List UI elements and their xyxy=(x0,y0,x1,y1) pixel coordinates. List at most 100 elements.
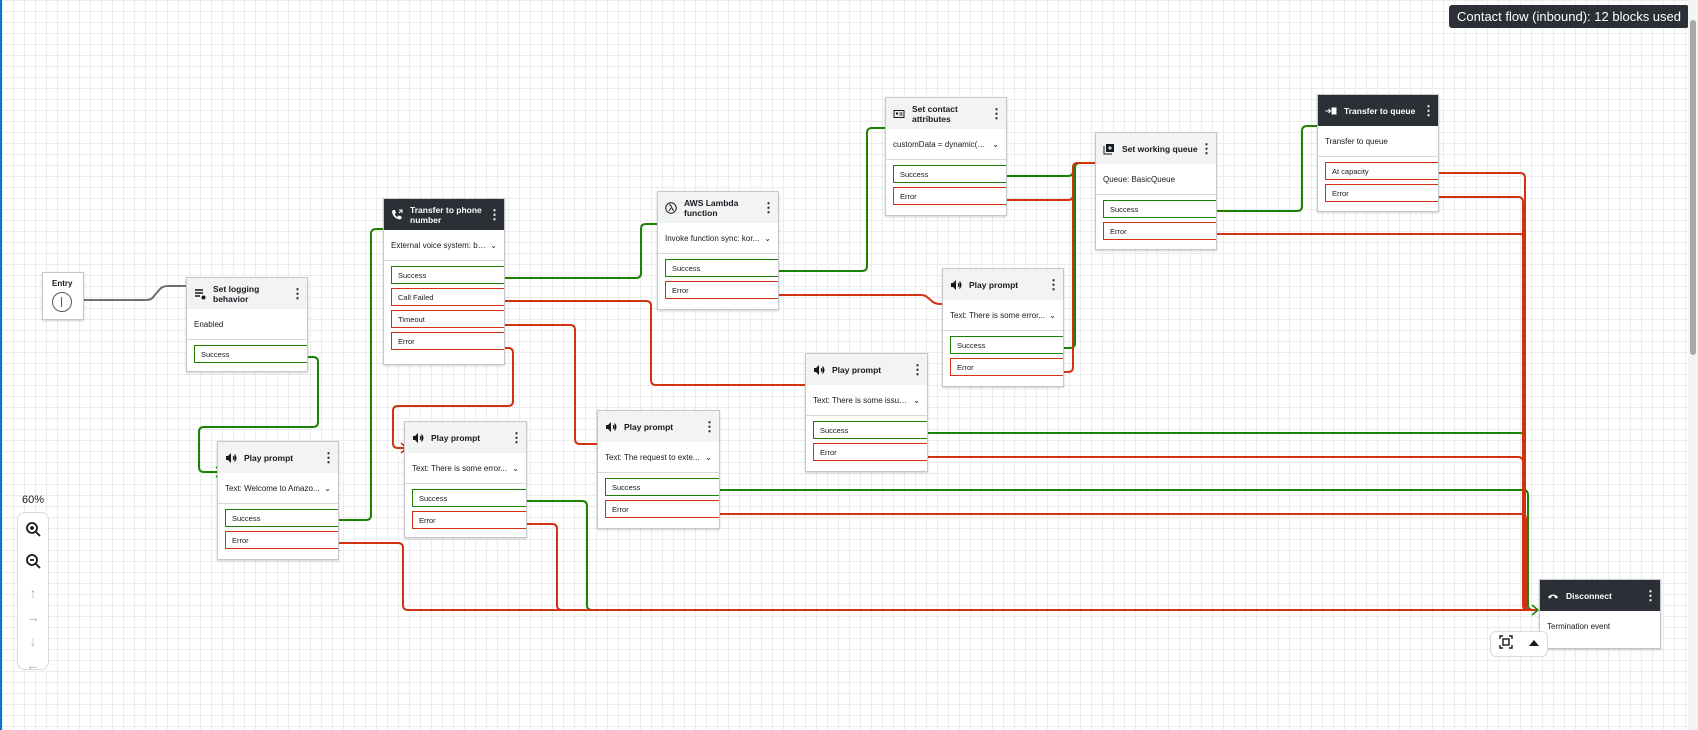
kebab-menu-icon[interactable]: ⋮ xyxy=(488,206,501,222)
branch-success[interactable]: Success xyxy=(1103,200,1216,218)
chevron-down-icon[interactable]: ⌄ xyxy=(705,452,712,462)
block-title: Set working queue xyxy=(1122,143,1198,154)
block-param: Text: Welcome to Amazo... xyxy=(225,483,320,493)
block-play-prompt-issue[interactable]: Play prompt ⋮ Text: There is some issue.… xyxy=(805,353,928,472)
branch-call-failed[interactable]: Call Failed xyxy=(391,288,504,306)
kebab-menu-icon[interactable]: ⋮ xyxy=(510,429,523,445)
scrollbar-thumb[interactable] xyxy=(1690,20,1696,355)
branch-error[interactable]: Error xyxy=(893,187,1006,205)
branch-success[interactable]: Success xyxy=(391,266,504,284)
block-title: Transfer to phone number xyxy=(410,204,482,225)
collapse-up-icon[interactable] xyxy=(1528,635,1540,653)
block-set-contact-attributes[interactable]: Set contact attributes ⋮ customData = dy… xyxy=(885,97,1007,216)
speaker-icon xyxy=(411,431,425,445)
kebab-menu-icon[interactable]: ⋮ xyxy=(1200,140,1213,156)
branch-error[interactable]: Error xyxy=(1103,222,1216,240)
hang-up-icon xyxy=(1546,589,1560,603)
block-title: Disconnect xyxy=(1566,590,1612,601)
block-play-prompt-request[interactable]: Play prompt ⋮ Text: The request to exte.… xyxy=(597,410,720,529)
block-play-prompt-error-1[interactable]: Play prompt ⋮ Text: There is some error.… xyxy=(404,421,527,538)
chevron-down-icon[interactable]: ⌄ xyxy=(324,483,331,493)
speaker-icon xyxy=(812,363,826,377)
block-param: Transfer to queue xyxy=(1325,136,1388,146)
speaker-icon xyxy=(604,420,618,434)
attributes-card-icon xyxy=(892,107,906,121)
zoom-out-icon[interactable] xyxy=(18,548,48,574)
kebab-menu-icon[interactable]: ⋮ xyxy=(911,361,924,377)
branch-success[interactable]: Success xyxy=(950,336,1063,354)
kebab-menu-icon[interactable]: ⋮ xyxy=(322,449,335,465)
entry-port[interactable] xyxy=(52,292,72,312)
block-play-prompt-error-2[interactable]: Play prompt ⋮ Text: There is some error.… xyxy=(942,268,1064,387)
block-set-working-queue[interactable]: Set working queue ⋮ Queue: BasicQueue Su… xyxy=(1095,132,1217,250)
entry-label: Entry xyxy=(52,279,73,288)
flow-status-badge: Contact flow (inbound): 12 blocks used xyxy=(1448,5,1689,28)
queue-transfer-icon xyxy=(1324,104,1338,118)
block-title: Play prompt xyxy=(244,452,294,463)
block-transfer-to-queue[interactable]: Transfer to queue ⋮ Transfer to queue At… xyxy=(1317,94,1439,212)
branch-error[interactable]: Error xyxy=(1325,184,1438,202)
chevron-down-icon[interactable]: ⌄ xyxy=(992,139,999,149)
branch-error[interactable]: Error xyxy=(412,511,526,529)
branch-error[interactable]: Error xyxy=(225,531,338,549)
branch-success[interactable]: Success xyxy=(605,478,719,496)
block-param: Enabled xyxy=(194,319,224,329)
block-play-prompt-welcome[interactable]: Play prompt ⋮ Text: Welcome to Amazo... ⌄… xyxy=(217,441,339,560)
chevron-down-icon[interactable]: ⌄ xyxy=(512,463,519,473)
chevron-down-icon[interactable]: ⌄ xyxy=(1049,310,1056,320)
block-title: Play prompt xyxy=(832,364,882,375)
block-param: Termination event xyxy=(1547,621,1611,631)
kebab-menu-icon[interactable]: ⋮ xyxy=(1047,276,1060,292)
kebab-menu-icon[interactable]: ⋮ xyxy=(291,285,304,301)
block-set-logging[interactable]: Set logging behavior ⋮ Enabled Success xyxy=(186,277,308,372)
branch-error[interactable]: Error xyxy=(950,358,1063,376)
branch-success[interactable]: Success xyxy=(665,259,778,277)
entry-block[interactable]: Entry xyxy=(42,272,84,320)
block-param: External voice system: ba... xyxy=(391,240,487,250)
chevron-down-icon[interactable]: ⌄ xyxy=(490,240,497,250)
phone-transfer-icon xyxy=(390,208,404,222)
zoom-level: 60% xyxy=(22,494,45,506)
kebab-menu-icon[interactable]: ⋮ xyxy=(703,418,716,434)
branch-at-capacity[interactable]: At capacity xyxy=(1325,162,1438,180)
block-title: Play prompt xyxy=(624,421,674,432)
block-param: Invoke function sync: kor... xyxy=(665,233,760,243)
kebab-menu-icon[interactable]: ⋮ xyxy=(1644,587,1657,603)
branch-error[interactable]: Error xyxy=(813,443,927,461)
branch-error[interactable]: Error xyxy=(391,332,504,350)
block-title: Set contact attributes xyxy=(912,103,958,124)
chevron-down-icon[interactable]: ⌄ xyxy=(764,233,771,243)
speaker-icon xyxy=(949,278,963,292)
block-param: Text: There is some error... xyxy=(950,310,1045,320)
branch-success[interactable]: Success xyxy=(225,509,338,527)
block-transfer-phone[interactable]: Transfer to phone number ⋮ External voic… xyxy=(383,198,505,365)
branch-timeout[interactable]: Timeout xyxy=(391,310,504,328)
view-controls xyxy=(1490,631,1548,657)
zoom-in-icon[interactable] xyxy=(18,516,48,542)
block-param: Text: There is some issue... xyxy=(813,395,910,405)
branch-error[interactable]: Error xyxy=(665,281,778,299)
block-title: Play prompt xyxy=(969,279,1019,290)
pan-right-icon[interactable]: → xyxy=(26,609,40,625)
chevron-down-icon[interactable]: ⌄ xyxy=(913,395,920,405)
pan-up-icon[interactable]: ↑ xyxy=(29,585,37,601)
block-param: Text: The request to exte... xyxy=(605,452,700,462)
vertical-scrollbar[interactable] xyxy=(1688,0,1698,730)
branch-success[interactable]: Success xyxy=(194,345,307,363)
kebab-menu-icon[interactable]: ⋮ xyxy=(990,105,1003,121)
pan-down-icon[interactable]: ↓ xyxy=(29,633,37,649)
block-aws-lambda[interactable]: AWS Lambda function ⋮ Invoke function sy… xyxy=(657,191,779,310)
zoom-panel: ↑ → ↓ ← xyxy=(17,512,49,673)
queue-add-icon xyxy=(1102,142,1116,156)
block-title: AWS Lambda function xyxy=(684,197,739,218)
pan-left-icon[interactable]: ← xyxy=(26,657,40,673)
branch-success[interactable]: Success xyxy=(412,489,526,507)
block-disconnect[interactable]: Disconnect ⋮ Termination event xyxy=(1539,579,1661,649)
kebab-menu-icon[interactable]: ⋮ xyxy=(1422,102,1435,118)
branch-success[interactable]: Success xyxy=(813,421,927,439)
branch-success[interactable]: Success xyxy=(893,165,1006,183)
fit-to-screen-icon[interactable] xyxy=(1498,634,1513,654)
block-title: Play prompt xyxy=(431,432,481,443)
kebab-menu-icon[interactable]: ⋮ xyxy=(762,199,775,215)
branch-error[interactable]: Error xyxy=(605,500,719,518)
